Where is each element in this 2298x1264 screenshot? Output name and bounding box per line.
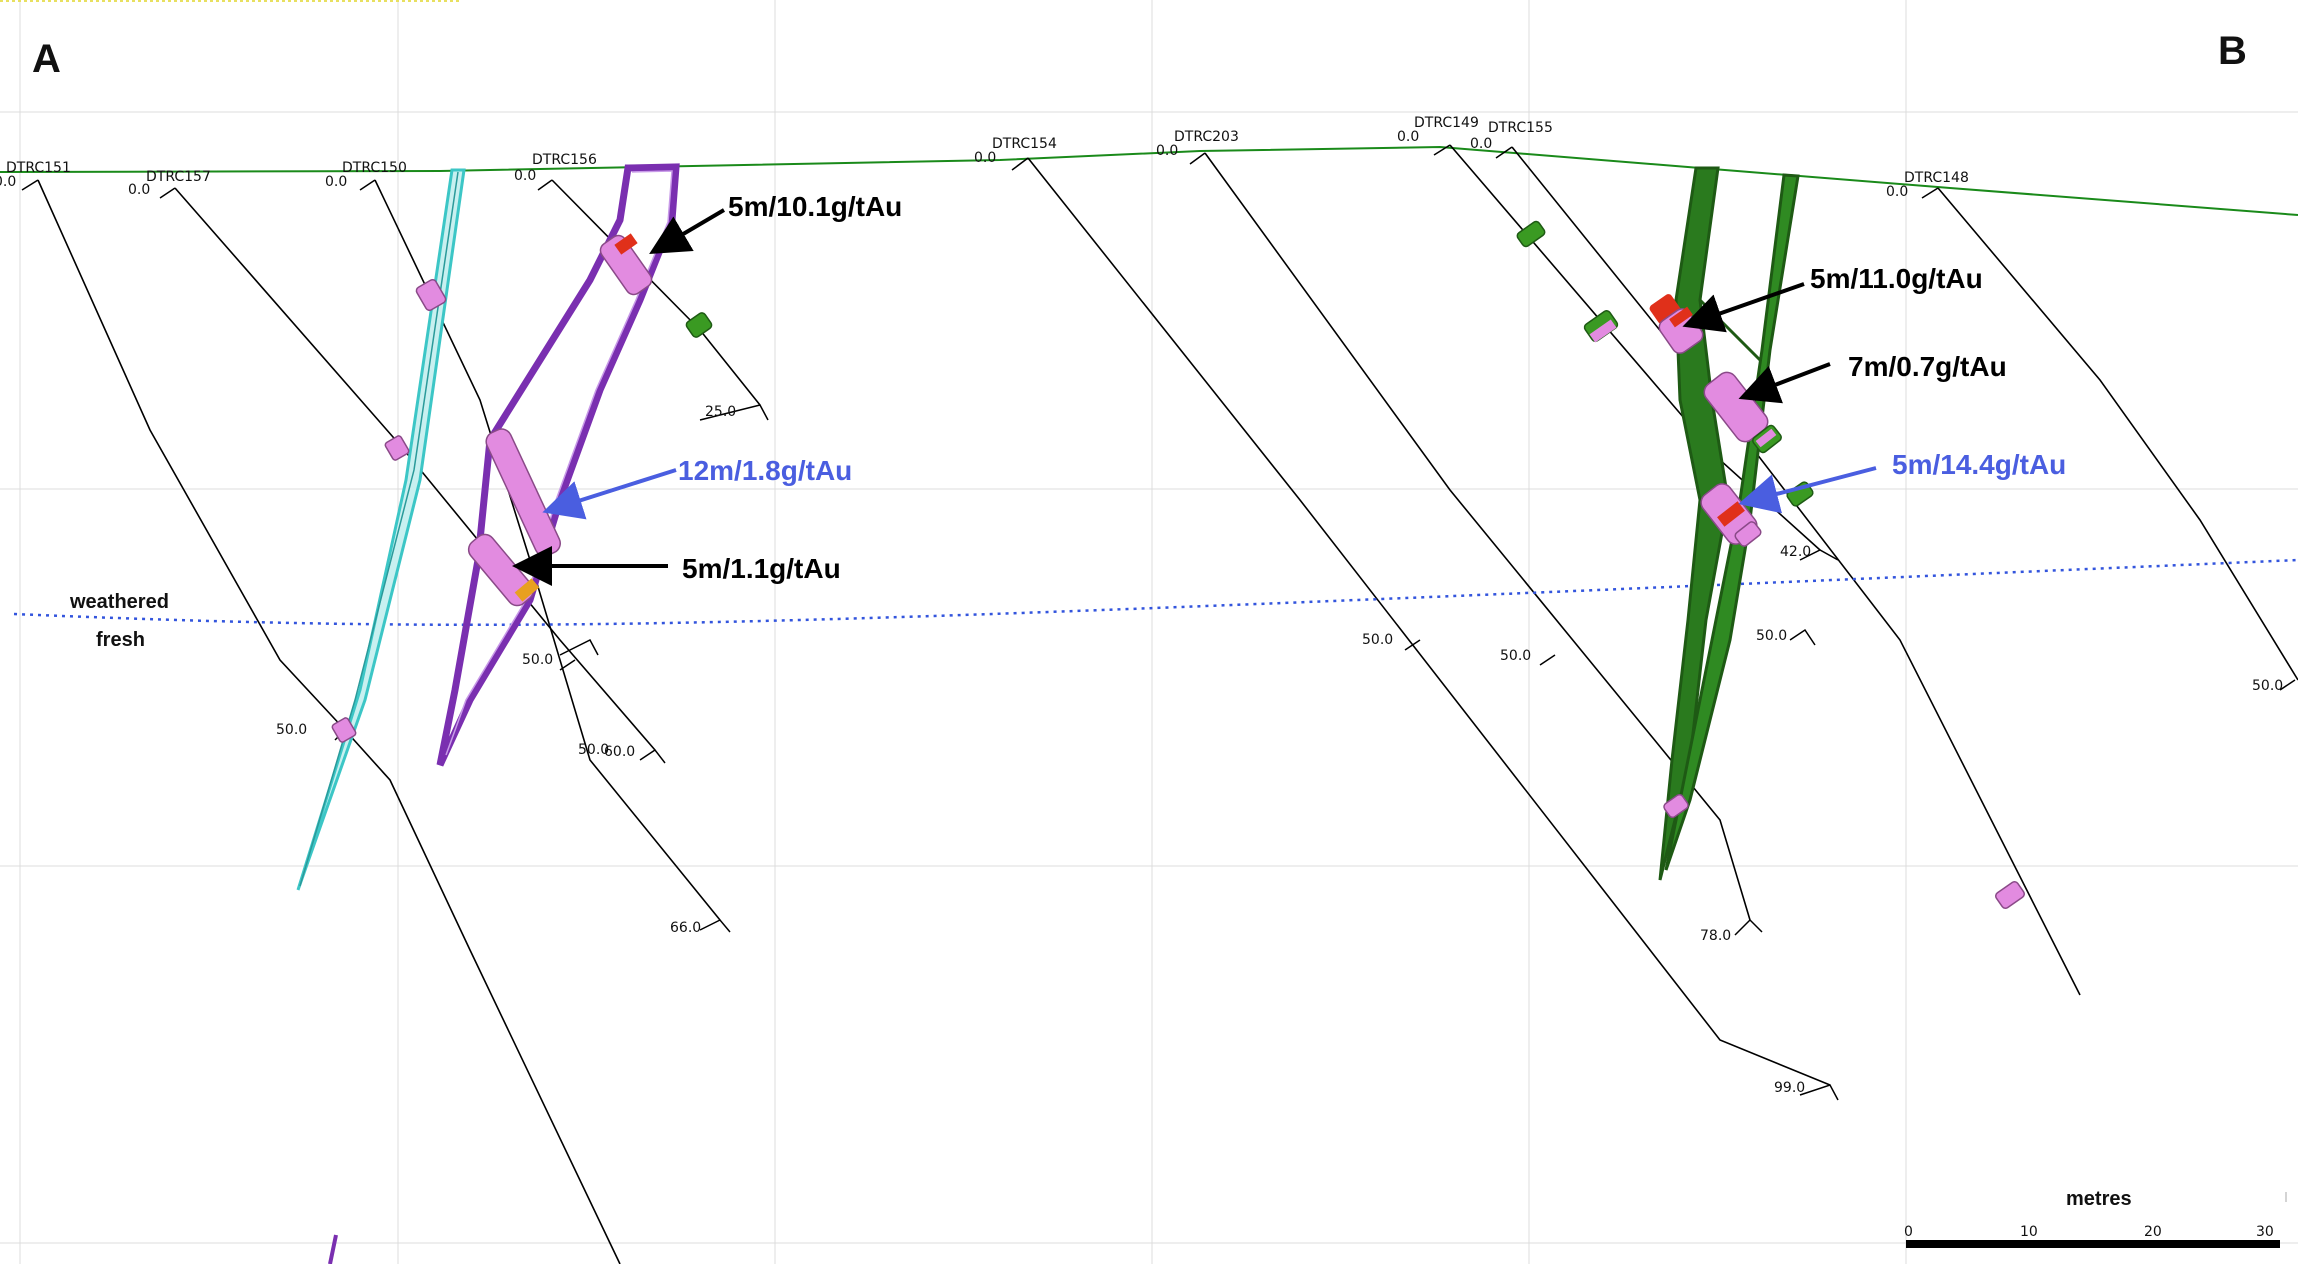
collar-depth: 0.0 xyxy=(1156,143,1178,159)
fresh-label: fresh xyxy=(96,629,145,651)
intercept-label: 5m/14.4g/tAu xyxy=(1892,449,2066,480)
end-depth: 78.0 xyxy=(1700,928,1731,944)
hole-label: DTRC151 xyxy=(6,160,71,176)
scale-tick: 0 xyxy=(1904,1224,1913,1240)
collar-depth: 0.0 xyxy=(325,174,347,190)
intercept-label: 5m/10.1g/tAu xyxy=(728,191,902,222)
collar-depth: 0.0 xyxy=(514,168,536,184)
collar-depth: 0.0 xyxy=(0,174,16,190)
collar-depth: 0.0 xyxy=(974,150,996,166)
weathering-boundary xyxy=(13,558,2298,627)
intercept-label: 12m/1.8g/tAu xyxy=(678,455,852,486)
depth-mark: 50.0 xyxy=(1756,628,1787,644)
depth-mark: 50.0 xyxy=(2252,678,2283,694)
drill-traces xyxy=(37,144,2298,1264)
scale-bar: metres 0 10 20 30 xyxy=(1904,1188,2287,1248)
collar-depth: 0.0 xyxy=(128,182,150,198)
depth-mark: 50.0 xyxy=(578,742,609,758)
topography-line xyxy=(0,145,2298,216)
depth-mark: 50.0 xyxy=(1500,648,1531,664)
hole-label: DTRC154 xyxy=(992,136,1057,152)
intercept-label: 7m/0.7g/tAu xyxy=(1848,351,2007,382)
trace-dtrc151 xyxy=(37,179,621,1264)
lode-cyan xyxy=(296,168,466,891)
depth-mark: 25.0 xyxy=(705,404,736,420)
depth-mark: 50.0 xyxy=(276,722,307,738)
hole-label: DTRC156 xyxy=(532,152,597,168)
end-depth: 99.0 xyxy=(1774,1080,1805,1096)
eoh-ticks xyxy=(334,404,2296,1101)
hole-label: DTRC150 xyxy=(342,160,407,176)
scale-tick: 30 xyxy=(2256,1224,2274,1240)
collar-depth: 0.0 xyxy=(1397,129,1419,145)
end-depth: 66.0 xyxy=(670,920,701,936)
collar-depth: 0.0 xyxy=(1886,184,1908,200)
depth-marks: 25.0 50.0 50.0 50.0 60.0 50.0 50.0 42.0 … xyxy=(276,404,2283,760)
hole-label: DTRC155 xyxy=(1488,120,1553,136)
collar-ticks xyxy=(21,144,1939,199)
collar-depths: 0.0 0.0 0.0 0.0 0.0 0.0 0.0 0.0 0.0 xyxy=(0,129,1908,200)
collar-depth: 0.0 xyxy=(1470,136,1492,152)
depth-mark: 42.0 xyxy=(1780,544,1811,560)
hole-label: DTRC149 xyxy=(1414,115,1479,131)
depth-mark: 50.0 xyxy=(1362,632,1393,648)
intercept-label: 5m/11.0g/tAu xyxy=(1810,263,1983,294)
weathered-label: weathered xyxy=(69,591,169,613)
intercept-arrows xyxy=(512,208,1877,586)
hole-labels: DTRC151 DTRC157 DTRC150 DTRC156 DTRC154 … xyxy=(6,115,1969,186)
depth-mark: 60.0 xyxy=(604,744,635,760)
hole-label: DTRC148 xyxy=(1904,170,1969,186)
trace-dtrc203 xyxy=(1204,152,1751,921)
trace-dtrc155 xyxy=(1511,146,2081,996)
end-depths: 66.0 99.0 78.0 xyxy=(670,920,1805,1096)
intercept-labels: 5m/10.1g/tAu 12m/1.8g/tAu 5m/1.1g/tAu 5m… xyxy=(678,191,2066,584)
depth-mark: 50.0 xyxy=(522,652,553,668)
section-start-label: A xyxy=(32,37,61,81)
trace-dtrc154 xyxy=(1027,157,1831,1086)
lode-purple xyxy=(436,163,680,767)
scale-tick: 10 xyxy=(2020,1224,2038,1240)
lode-fragment xyxy=(328,1234,338,1264)
scale-title: metres xyxy=(2066,1188,2132,1210)
hole-label: DTRC157 xyxy=(146,169,211,185)
intercept-label: 5m/1.1g/tAu xyxy=(682,553,841,584)
scale-tick: 20 xyxy=(2144,1224,2162,1240)
section-end-label: B xyxy=(2218,29,2247,73)
trace-dtrc148 xyxy=(1937,187,2298,681)
hole-label: DTRC203 xyxy=(1174,129,1239,145)
